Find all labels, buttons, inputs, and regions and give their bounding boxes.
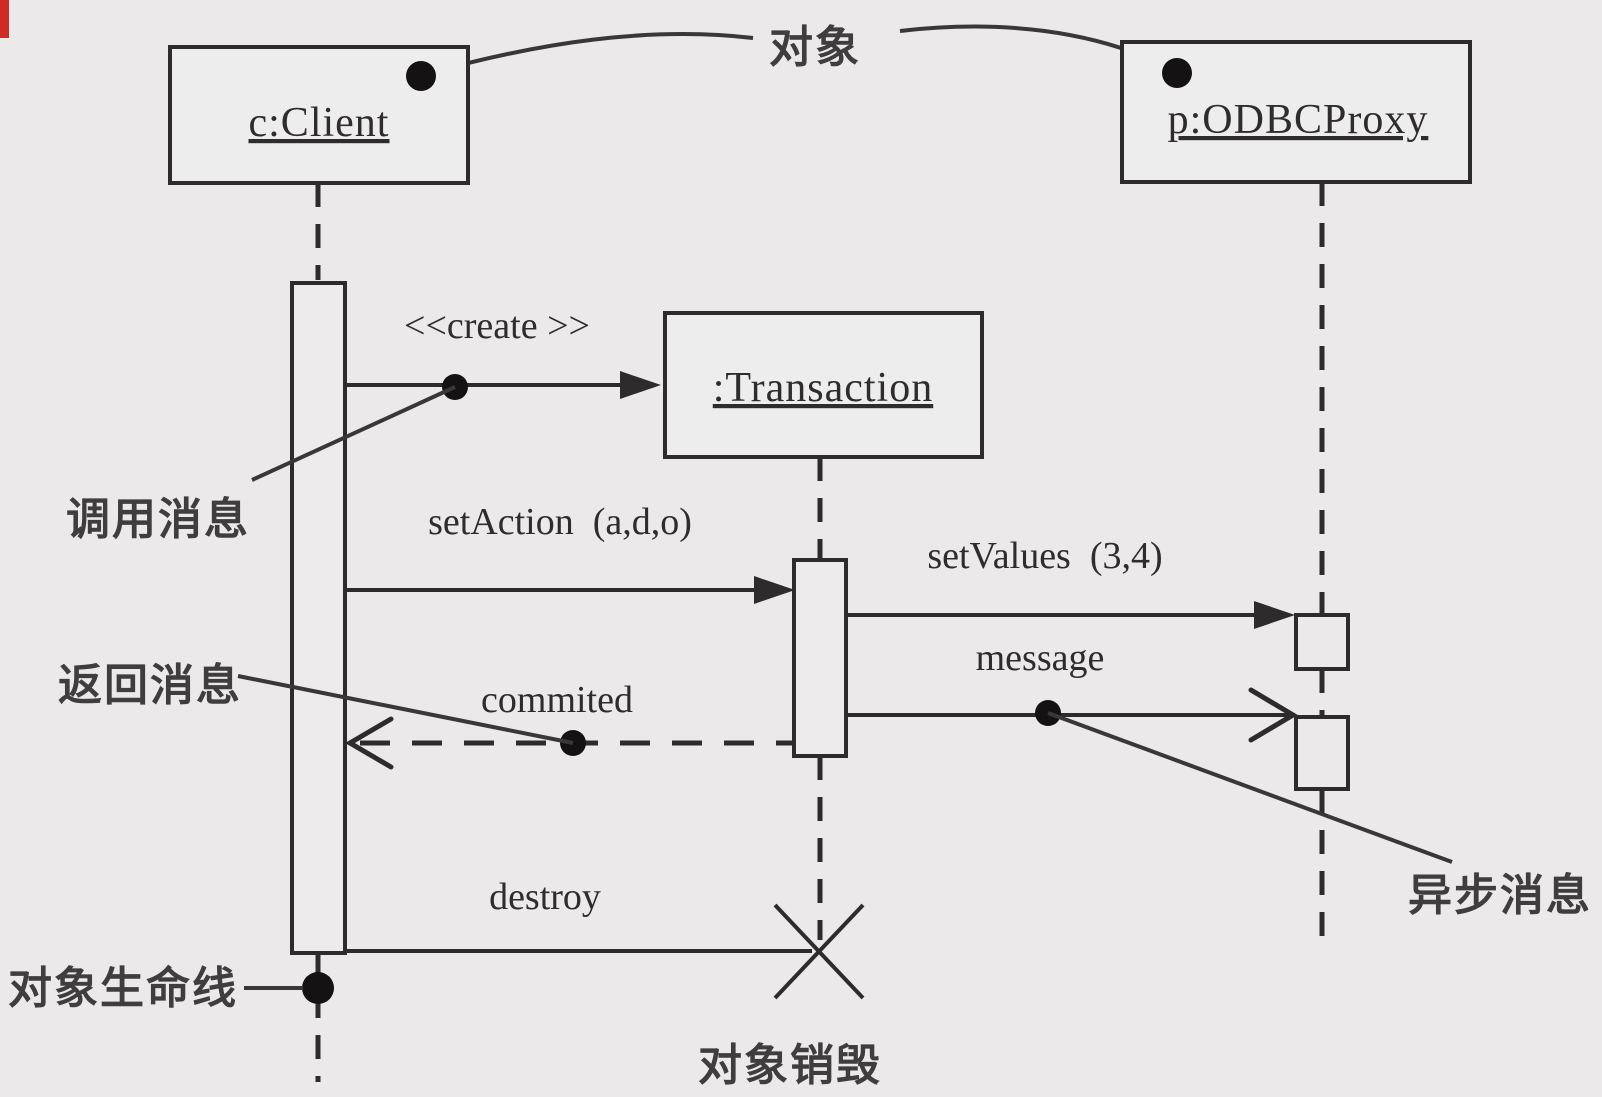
object-lifeline-label: 对象生命线 [8, 963, 238, 1013]
proxy-activation-bar-1 [1294, 613, 1350, 671]
create-message-label: <<create >> [404, 305, 590, 347]
proxy-note-dot [1162, 58, 1192, 88]
async-message-label: message [976, 637, 1105, 679]
object-note-leader-left [422, 32, 754, 77]
proxy-activation-bar-2 [1294, 715, 1350, 791]
proxy-object-name: p:ODBCProxy [1168, 97, 1429, 143]
commited-open-arrowhead-icon [345, 716, 394, 770]
destroy-x-mark [773, 903, 865, 1000]
return-note-leader [237, 674, 574, 745]
lifeline-note-dot [302, 972, 334, 1004]
setvalues-arrowhead-icon [1254, 601, 1295, 629]
red-edge-mark [0, 0, 9, 38]
setvalues-message-label: setValues (3,4) [927, 535, 1162, 577]
transaction-object-box [663, 311, 984, 459]
client-activation-bar [290, 281, 347, 955]
client-note-dot [406, 61, 436, 91]
proxy-object-box [1120, 40, 1472, 184]
setaction-arrowhead-icon [754, 576, 795, 604]
commited-message-label: commited [481, 679, 633, 721]
return-message-label: 返回消息 [58, 661, 242, 710]
transaction-object-name: :Transaction [713, 365, 933, 411]
create-arrowhead-icon [620, 371, 661, 399]
async-open-arrowhead-icon [1248, 687, 1298, 743]
setaction-message-label: setAction (a,d,o) [428, 501, 692, 543]
call-message-label: 调用消息 [66, 495, 250, 544]
transaction-activation-bar [792, 558, 848, 758]
client-object-name: c:Client [249, 100, 390, 146]
async-message-note-label: 异步消息 [1408, 871, 1592, 920]
call-note-leader [251, 385, 456, 482]
destroy-message-label: destroy [489, 876, 601, 918]
async-note-leader [1047, 711, 1453, 864]
object-note-label: 对象 [769, 23, 861, 72]
object-destroyed-label: 对象销毁 [698, 1041, 882, 1090]
